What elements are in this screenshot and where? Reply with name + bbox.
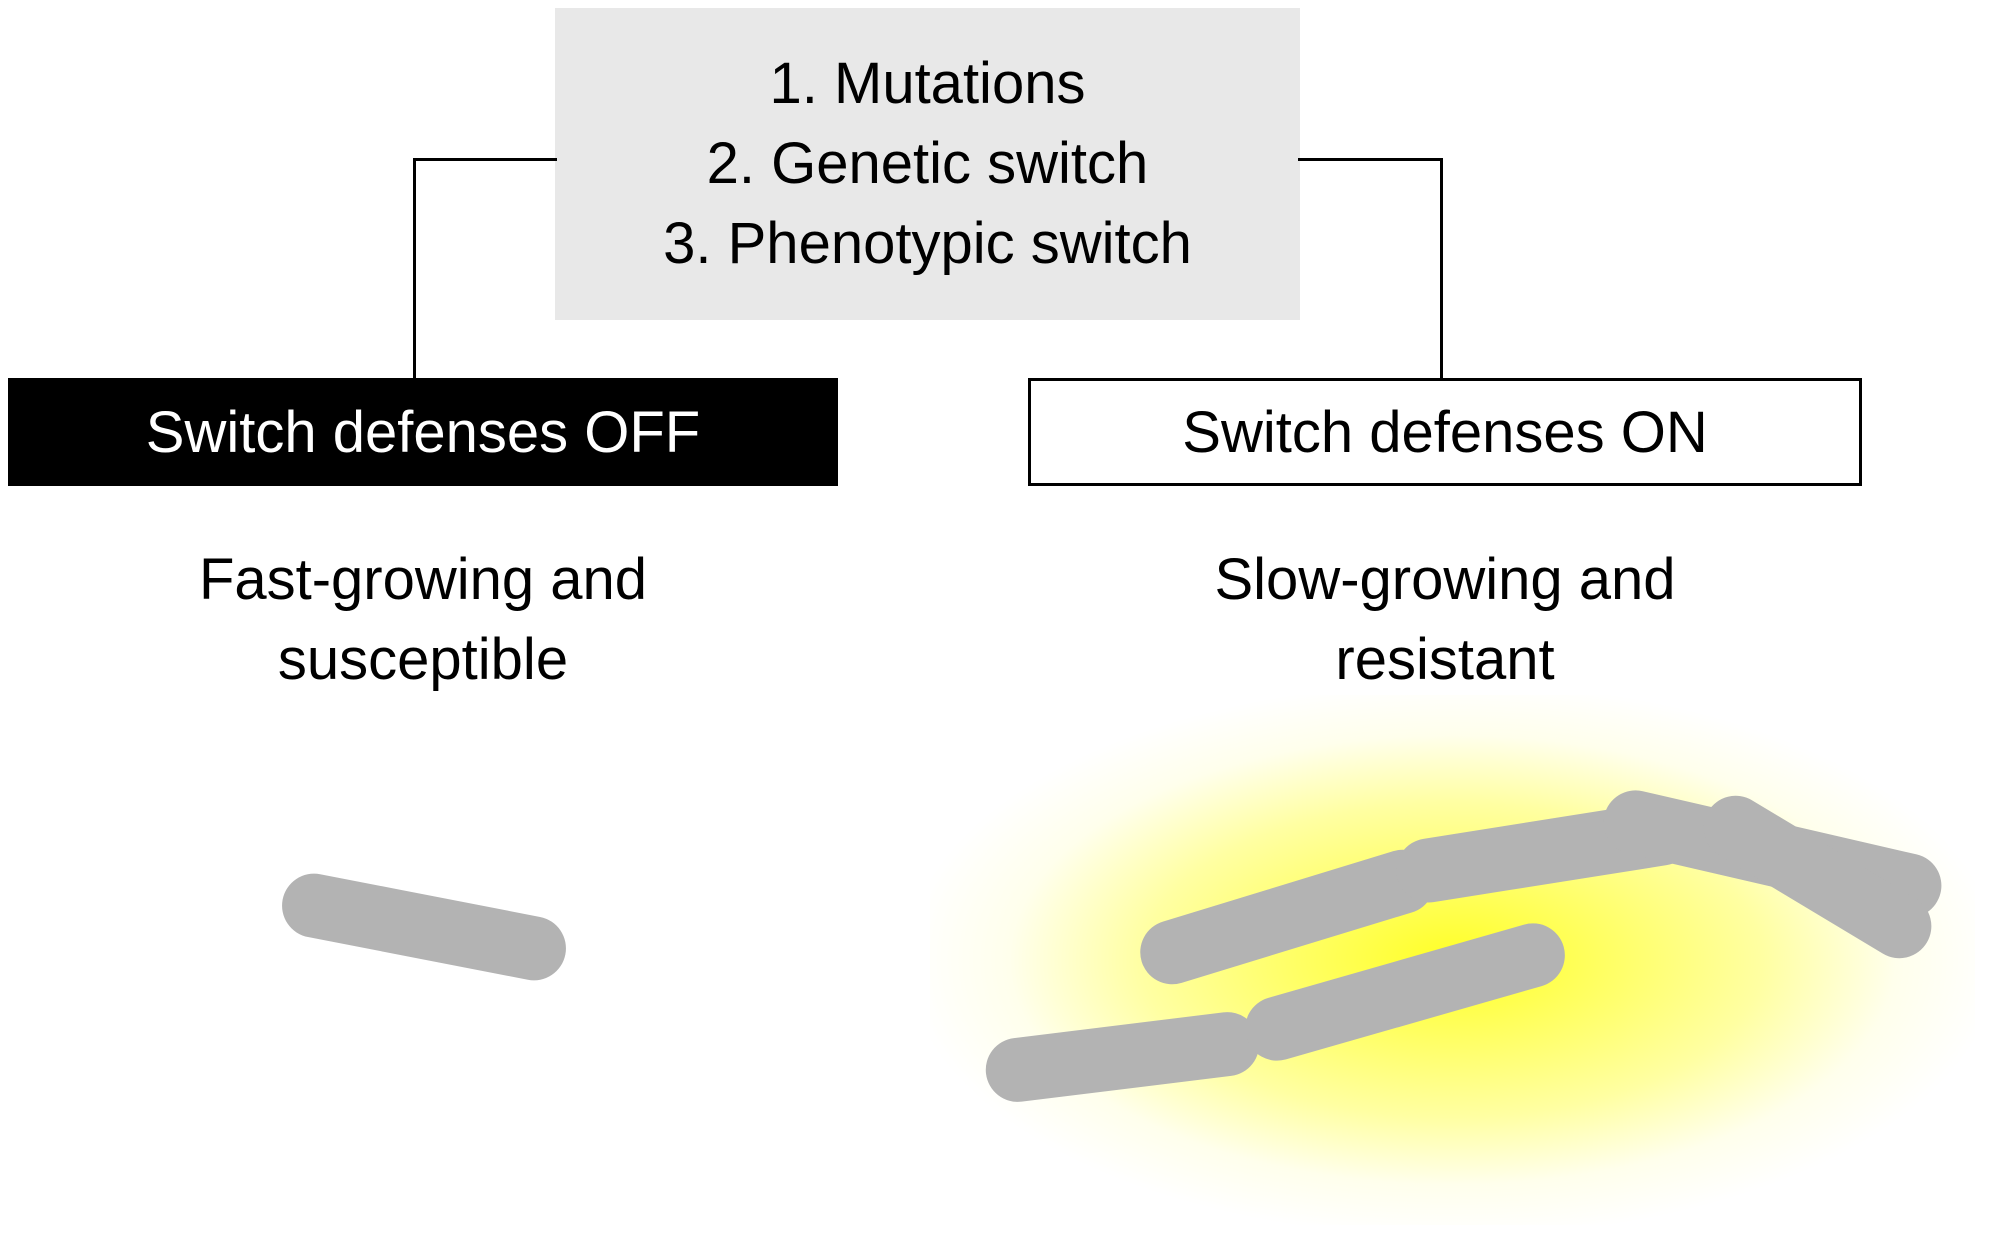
mechanism-item-mutations: 1. Mutations — [769, 51, 1086, 117]
connector-right-vertical — [1440, 158, 1443, 380]
resistant-caption: Slow-growing and resistant — [1214, 547, 1676, 693]
switch-defenses-on-label: Switch defenses ON — [1182, 399, 1708, 465]
switch-defenses-on-box: Switch defenses ON — [1028, 378, 1862, 486]
connector-left-vertical — [413, 158, 416, 380]
mechanisms-box: 1. Mutations 2. Genetic switch 3. Phenot… — [555, 8, 1300, 320]
mechanism-item-phenotypic-switch: 3. Phenotypic switch — [663, 210, 1192, 276]
susceptible-caption: Fast-growing and susceptible — [198, 547, 648, 693]
mechanism-item-genetic-switch: 2. Genetic switch — [706, 131, 1149, 197]
connector-left-horizontal — [413, 158, 557, 161]
switch-defenses-off-box: Switch defenses OFF — [8, 378, 838, 486]
susceptible-bacterium-rod — [276, 868, 572, 986]
switch-defenses-off-label: Switch defenses OFF — [145, 399, 701, 465]
connector-right-horizontal — [1298, 158, 1443, 161]
